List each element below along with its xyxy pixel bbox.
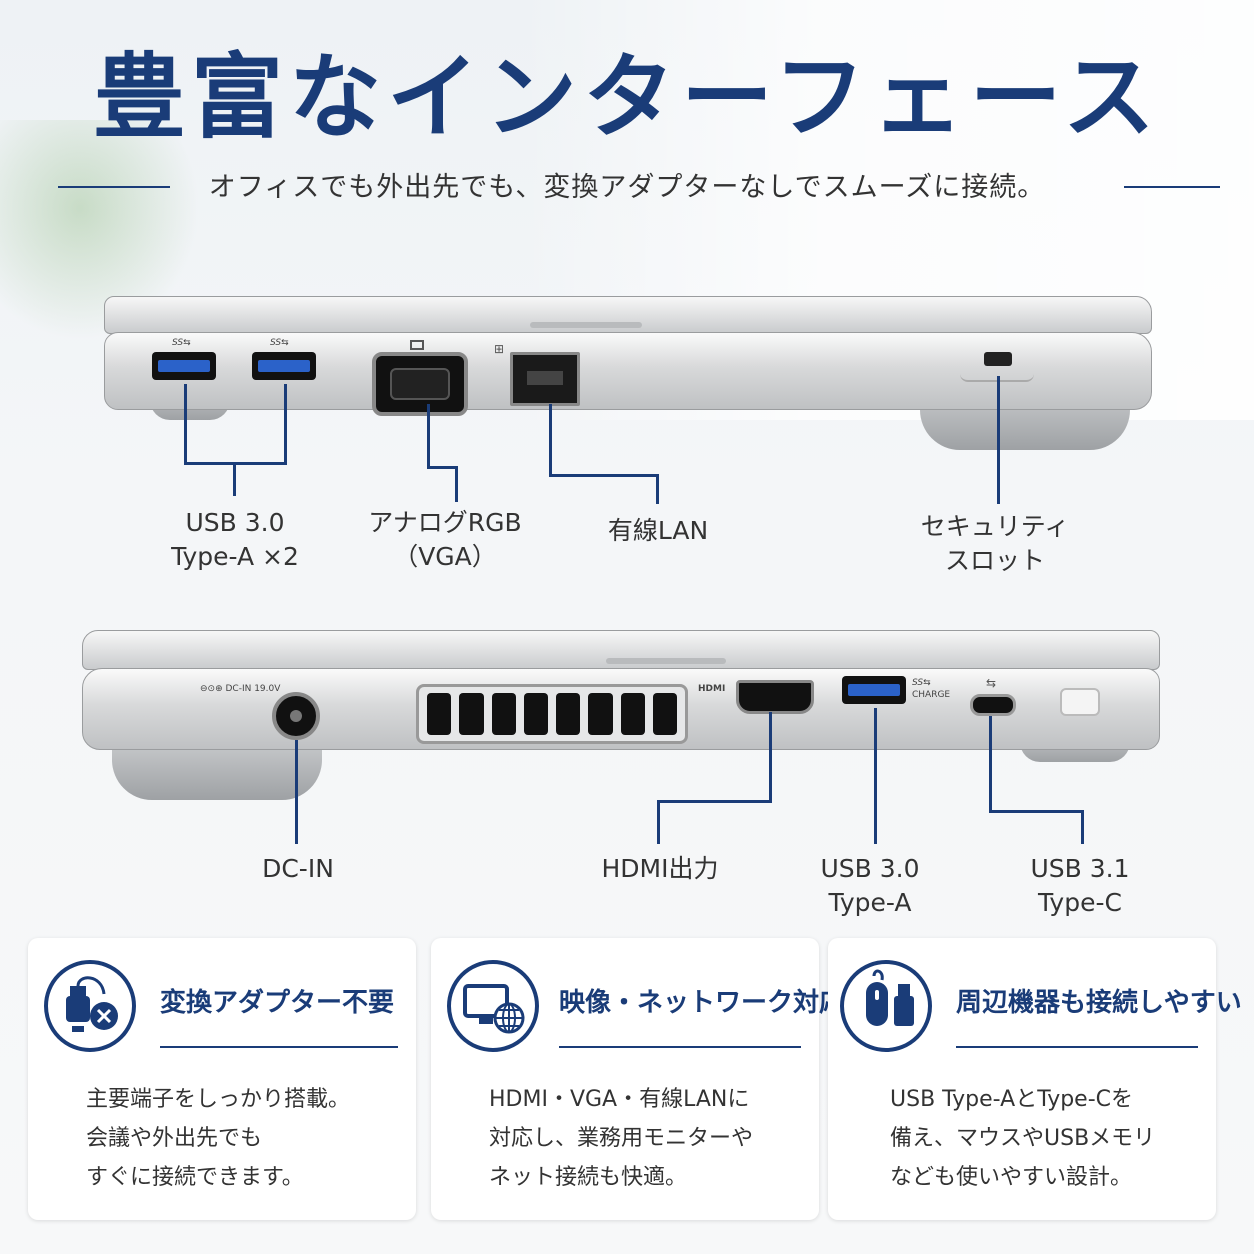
connector-line bbox=[184, 384, 187, 464]
usb-a-port bbox=[252, 352, 316, 380]
usb-c-icon: ⇆ bbox=[986, 676, 997, 690]
connector-line bbox=[769, 712, 772, 802]
connector-line bbox=[455, 466, 458, 502]
usb-ss-mark: SS⇆ bbox=[270, 338, 289, 348]
network-icon: ⊞ bbox=[494, 342, 505, 356]
side-button bbox=[1060, 688, 1100, 716]
laptop-lid bbox=[82, 630, 1160, 670]
label-vga: アナログRGB（VGA） bbox=[368, 508, 522, 571]
connector-line bbox=[874, 708, 877, 844]
usb-no-adapter-icon bbox=[44, 960, 136, 1052]
dc-in-port bbox=[272, 692, 320, 740]
card-title: 変換アダプター不要 bbox=[160, 988, 395, 1018]
lid-latch bbox=[606, 658, 726, 664]
security-slot bbox=[984, 352, 1012, 366]
lid-latch bbox=[530, 322, 642, 328]
feature-card: 映像・ネットワーク対応 HDMI・VGA・有線LANに対応し、業務用モニターやネ… bbox=[431, 938, 845, 1220]
label-hdmi: HDMI出力 bbox=[601, 854, 719, 883]
air-vent bbox=[416, 684, 688, 744]
label-lan: 有線LAN bbox=[607, 516, 709, 545]
subtitle-rule-left bbox=[58, 186, 170, 188]
connector-line bbox=[989, 716, 992, 812]
card-body: HDMI・VGA・有線LANに対応し、業務用モニターやネット接続も快適。 bbox=[489, 1087, 754, 1190]
monitor-icon bbox=[410, 340, 424, 350]
dcin-mark: ⊖⊙⊕ DC-IN 19.0V bbox=[200, 684, 281, 694]
card-title: 周辺機器も接続しやすい bbox=[956, 988, 1242, 1018]
card-rule bbox=[160, 1046, 398, 1048]
usb-ss-mark: SS⇆ bbox=[172, 338, 191, 348]
hdmi-mark: HDMI bbox=[698, 684, 726, 694]
mouse-usb-stick-icon bbox=[840, 960, 932, 1052]
connector-line bbox=[549, 404, 552, 476]
usb-ss-mark: SS⇆ bbox=[912, 678, 931, 688]
page-subtitle: オフィスでも外出先でも、変換アダプターなしでスムーズに接続。 bbox=[208, 172, 1046, 203]
connector-line bbox=[1081, 810, 1084, 844]
page-title: 豊富なインターフェース bbox=[93, 44, 1161, 151]
connector-line bbox=[657, 800, 660, 844]
card-title: 映像・ネットワーク対応 bbox=[559, 988, 846, 1018]
connector-line bbox=[657, 800, 772, 803]
hdmi-port bbox=[736, 680, 814, 714]
connector-line bbox=[295, 740, 298, 844]
connector-line bbox=[989, 810, 1084, 813]
connector-line bbox=[549, 474, 659, 477]
subtitle-rule-right bbox=[1124, 186, 1220, 188]
usb-c-port bbox=[970, 694, 1016, 716]
connector-line bbox=[997, 376, 1000, 504]
monitor-network-icon bbox=[447, 960, 539, 1052]
usb-a-port bbox=[152, 352, 216, 380]
laptop-lid bbox=[104, 296, 1152, 334]
feature-card: 周辺機器も接続しやすい USB Type-AとType-Cを備え、マウスやUSB… bbox=[828, 938, 1242, 1220]
connector-line bbox=[427, 404, 430, 468]
vga-port bbox=[372, 352, 468, 416]
card-rule bbox=[956, 1046, 1198, 1048]
connector-line bbox=[233, 462, 236, 496]
label-security-slot: セキュリティスロット bbox=[920, 512, 1070, 575]
card-body: 主要端子をしっかり搭載。会議や外出先でもすぐに接続できます。 bbox=[86, 1087, 351, 1190]
lan-port bbox=[510, 352, 580, 406]
connector-line bbox=[284, 384, 287, 464]
connector-line bbox=[656, 474, 659, 504]
usb-a-port bbox=[842, 676, 906, 704]
usb-charge-mark: CHARGE bbox=[912, 690, 951, 700]
card-rule bbox=[559, 1046, 801, 1048]
connector-line bbox=[427, 466, 457, 469]
label-dc-in: DC-IN bbox=[262, 854, 334, 883]
feature-card: 変換アダプター不要 主要端子をしっかり搭載。会議や外出先でもすぐに接続できます。 bbox=[28, 938, 416, 1220]
card-body: USB Type-AとType-Cを備え、マウスやUSBメモリなども使いやすい設… bbox=[890, 1087, 1156, 1190]
